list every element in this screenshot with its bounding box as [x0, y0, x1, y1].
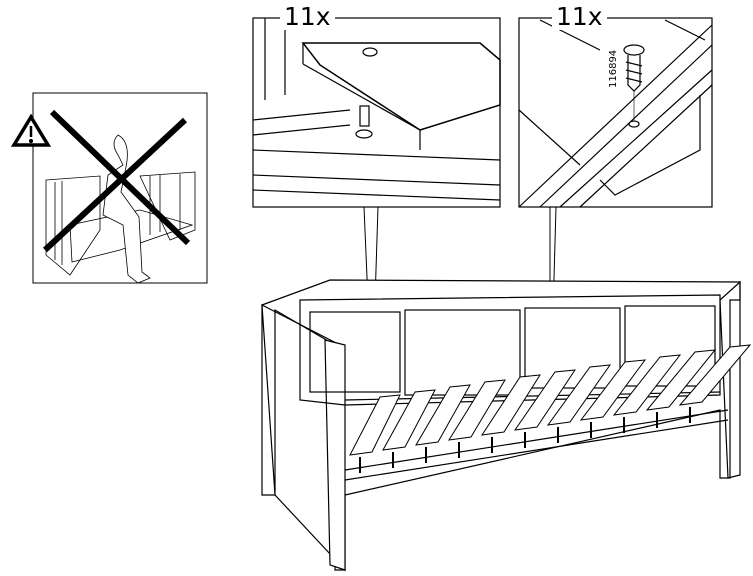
bed-slats	[349, 344, 752, 473]
slat	[579, 359, 647, 421]
slat	[546, 364, 612, 426]
slat	[382, 389, 436, 451]
bench-sketch	[45, 134, 196, 284]
slat	[612, 354, 682, 416]
detail-box-right	[518, 17, 713, 208]
slat	[678, 344, 752, 406]
detail-box-left	[252, 17, 501, 208]
slat	[480, 374, 541, 436]
slat	[448, 379, 506, 441]
quantity-label-left: 11x	[280, 4, 335, 30]
part-number: 116894	[608, 49, 619, 88]
slat	[349, 394, 401, 456]
warning-triangle-icon	[10, 113, 52, 147]
slat	[415, 384, 471, 446]
warning-panel	[10, 92, 208, 284]
quantity-label-right: 11x	[552, 4, 607, 30]
screw-icon	[623, 44, 645, 128]
slat	[645, 349, 717, 411]
slat	[513, 369, 577, 431]
prohibited-cross-icon	[42, 109, 191, 253]
